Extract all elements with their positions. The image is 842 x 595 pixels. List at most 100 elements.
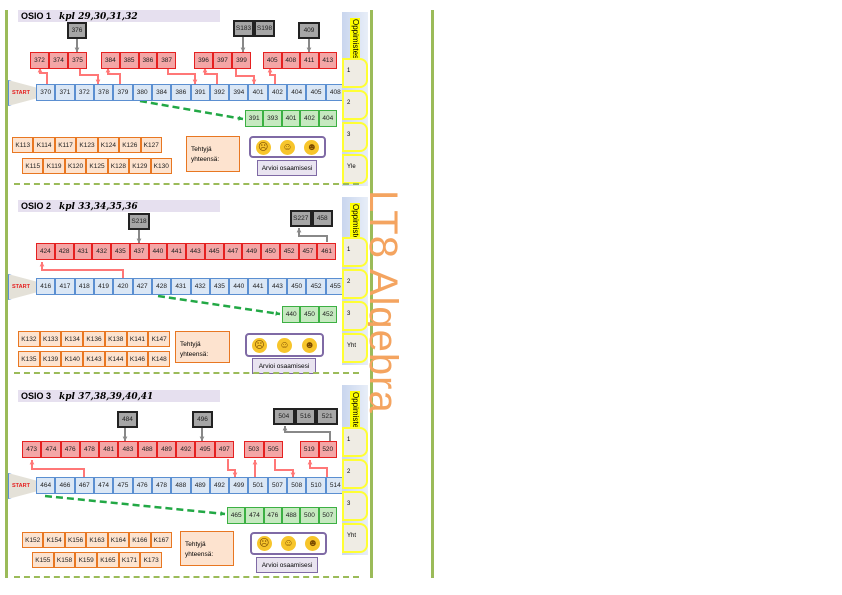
reference-box-cell[interactable]: 376 xyxy=(67,22,87,39)
test-tab[interactable]: Yht xyxy=(342,333,368,363)
basic-task-row-cell[interactable]: 371 xyxy=(55,84,75,101)
sad-face-icon[interactable]: ☹ xyxy=(255,139,271,155)
extra-task-group-cell[interactable]: 432 xyxy=(92,243,111,260)
reference-box-cell[interactable]: S183 xyxy=(233,20,254,37)
basic-task-row-cell[interactable]: 431 xyxy=(171,278,191,295)
basic-task-row-cell[interactable]: 417 xyxy=(55,278,75,295)
basic-task-row-cell[interactable]: 501 xyxy=(248,477,268,494)
k-task-row-cell[interactable]: K148 xyxy=(148,351,171,367)
neutral-face-icon[interactable]: ☺ xyxy=(277,337,292,353)
extra-task-group-cell[interactable]: 435 xyxy=(111,243,130,260)
review-task-group-cell[interactable]: 500 xyxy=(300,507,319,524)
basic-task-row-cell[interactable]: 405 xyxy=(306,84,326,101)
k-task-row-cell[interactable]: K147 xyxy=(148,331,171,347)
k-task-row-cell[interactable]: K132 xyxy=(18,331,40,347)
basic-task-row-cell[interactable]: 402 xyxy=(267,84,288,101)
sad-face-icon[interactable]: ☹ xyxy=(252,337,267,353)
k-task-row-cell[interactable]: K138 xyxy=(104,331,127,347)
reference-box-cell[interactable]: 521 xyxy=(316,408,339,425)
test-tab[interactable]: 3 xyxy=(342,122,368,152)
extra-task-group-cell[interactable]: 520 xyxy=(318,441,337,458)
basic-task-row-cell[interactable]: 478 xyxy=(151,477,172,494)
review-task-group-cell[interactable]: 404 xyxy=(318,110,338,127)
happy-face-icon[interactable]: ☻ xyxy=(305,536,321,551)
extra-task-group-cell[interactable]: 411 xyxy=(300,52,319,69)
reference-box-cell[interactable]: S218 xyxy=(128,213,150,230)
test-tab[interactable]: 2 xyxy=(342,90,368,120)
k-task-row-cell[interactable]: K167 xyxy=(150,532,172,548)
basic-task-row-cell[interactable]: 499 xyxy=(229,477,249,494)
extra-task-group-cell[interactable]: 399 xyxy=(232,52,251,69)
tasks-done-box[interactable]: Tehtyjä yhteensä: xyxy=(180,531,234,566)
extra-task-group-cell[interactable]: 405 xyxy=(263,52,282,69)
k-task-row-cell[interactable]: K141 xyxy=(126,331,149,347)
basic-task-row-cell[interactable]: 394 xyxy=(229,84,249,101)
k-task-row-cell[interactable]: K155 xyxy=(32,552,54,568)
k-task-row-cell[interactable]: K124 xyxy=(97,137,120,153)
review-task-group-cell[interactable]: 401 xyxy=(281,110,301,127)
extra-task-group-cell[interactable]: 457 xyxy=(298,243,318,260)
basic-task-row-cell[interactable]: 510 xyxy=(306,477,326,494)
extra-task-group-cell[interactable]: 447 xyxy=(223,243,243,260)
extra-task-group-cell[interactable]: 428 xyxy=(54,243,74,260)
tasks-done-box[interactable]: Tehtyjä yhteensä: xyxy=(175,331,230,363)
k-task-row-cell[interactable]: K120 xyxy=(64,158,87,174)
k-task-row-cell[interactable]: K156 xyxy=(64,532,87,548)
basic-task-row-cell[interactable]: 391 xyxy=(190,84,210,101)
tasks-done-box[interactable]: Tehtyjä yhteensä: xyxy=(186,136,240,172)
basic-task-row-cell[interactable]: 489 xyxy=(190,477,210,494)
reference-box-cell[interactable]: 504 xyxy=(273,408,295,425)
reference-box-cell[interactable]: S227 xyxy=(290,210,312,227)
reference-box-cell[interactable]: 409 xyxy=(298,22,320,39)
reference-box-cell[interactable]: 484 xyxy=(117,411,138,428)
basic-task-row-cell[interactable]: 488 xyxy=(171,477,191,494)
basic-task-row-cell[interactable]: 464 xyxy=(36,477,56,494)
basic-task-row-cell[interactable]: 466 xyxy=(55,477,75,494)
basic-task-row-cell[interactable]: 474 xyxy=(93,477,114,494)
basic-task-row-cell[interactable]: 384 xyxy=(151,84,172,101)
neutral-face-icon[interactable]: ☺ xyxy=(280,536,296,551)
k-task-row-cell[interactable]: K136 xyxy=(83,331,105,347)
test-tab[interactable]: 1 xyxy=(342,237,368,267)
k-task-row-cell[interactable]: K171 xyxy=(118,552,141,568)
extra-task-group-cell[interactable]: 495 xyxy=(195,441,215,458)
k-task-row-cell[interactable]: K134 xyxy=(61,331,84,347)
k-task-row-cell[interactable]: K144 xyxy=(104,351,127,367)
extra-task-group-cell[interactable]: 374 xyxy=(49,52,68,69)
test-tab[interactable]: 3 xyxy=(342,301,368,331)
happy-face-icon[interactable]: ☻ xyxy=(302,337,317,353)
k-task-row-cell[interactable]: K143 xyxy=(83,351,105,367)
extra-task-group-cell[interactable]: 397 xyxy=(213,52,232,69)
extra-task-group-cell[interactable]: 372 xyxy=(30,52,49,69)
extra-task-group-cell[interactable]: 449 xyxy=(242,243,261,260)
test-tab[interactable]: 3 xyxy=(342,491,368,521)
test-tab[interactable]: 1 xyxy=(342,58,368,88)
basic-task-row-cell[interactable]: 392 xyxy=(209,84,230,101)
test-tab[interactable]: 1 xyxy=(342,427,368,457)
neutral-face-icon[interactable]: ☺ xyxy=(279,139,295,155)
extra-task-group-cell[interactable]: 505 xyxy=(263,441,283,458)
extra-task-group-cell[interactable]: 375 xyxy=(68,52,87,69)
review-task-group-cell[interactable]: 507 xyxy=(318,507,337,524)
review-task-group-cell[interactable]: 474 xyxy=(245,507,264,524)
review-task-group-cell[interactable]: 391 xyxy=(245,110,264,127)
extra-task-group-cell[interactable]: 450 xyxy=(261,243,280,260)
k-task-row-cell[interactable]: K139 xyxy=(39,351,62,367)
basic-task-row-cell[interactable]: 401 xyxy=(248,84,268,101)
extra-task-group-cell[interactable]: 387 xyxy=(157,52,176,69)
k-task-row-cell[interactable]: K117 xyxy=(54,137,77,153)
basic-task-row-cell[interactable]: 386 xyxy=(171,84,191,101)
basic-task-row-cell[interactable]: 380 xyxy=(132,84,152,101)
k-task-row-cell[interactable]: K123 xyxy=(76,137,98,153)
k-task-row-cell[interactable]: K130 xyxy=(150,158,172,174)
extra-task-group-cell[interactable]: 431 xyxy=(73,243,93,260)
basic-task-row-cell[interactable]: 450 xyxy=(287,278,307,295)
k-task-row-cell[interactable]: K173 xyxy=(140,552,163,568)
k-task-row-cell[interactable]: K166 xyxy=(129,532,151,548)
reference-box-cell[interactable]: 458 xyxy=(311,210,333,227)
basic-task-row-cell[interactable]: 404 xyxy=(287,84,307,101)
k-task-row-cell[interactable]: K126 xyxy=(119,137,141,153)
basic-task-row-cell[interactable]: 370 xyxy=(36,84,56,101)
extra-task-group-cell[interactable]: 441 xyxy=(167,243,186,260)
basic-task-row-cell[interactable]: 452 xyxy=(306,278,326,295)
